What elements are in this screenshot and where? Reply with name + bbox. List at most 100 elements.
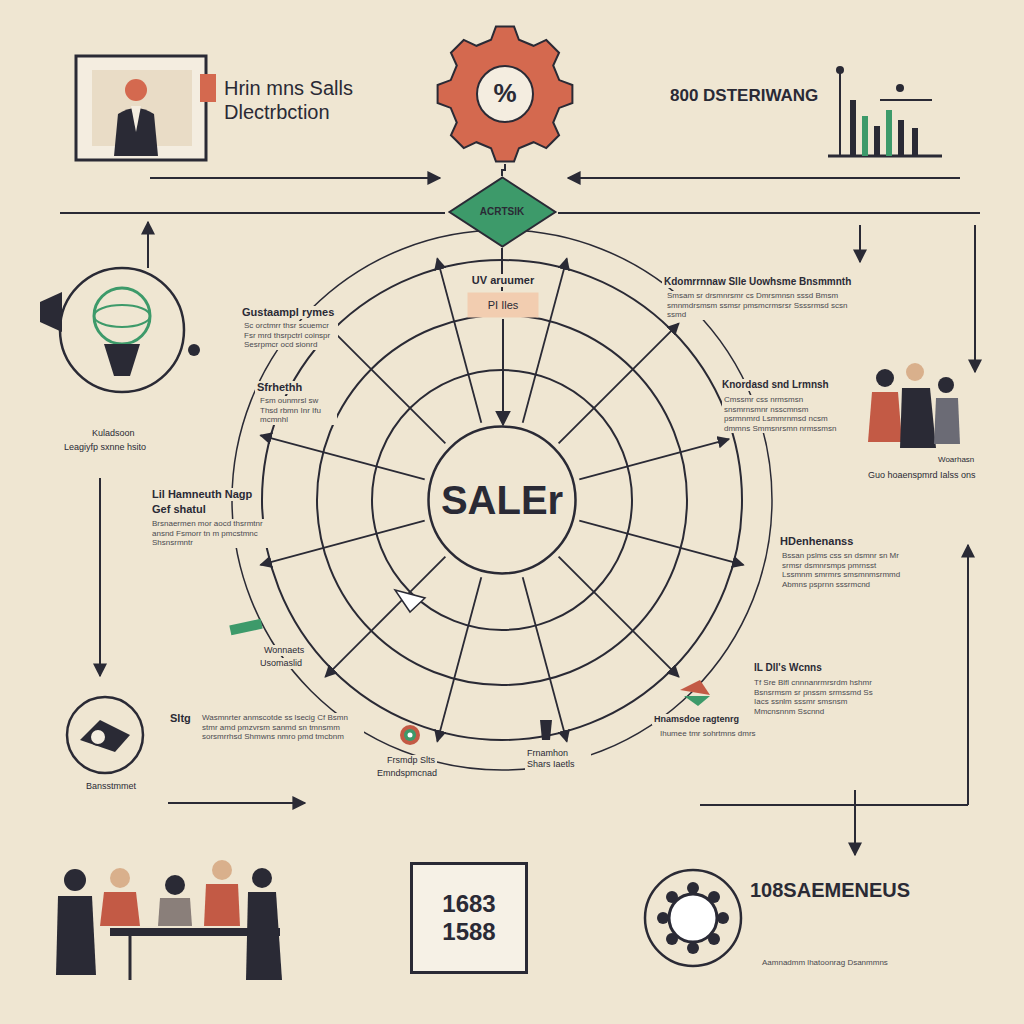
section-heading: Gef shatul [150,503,208,516]
chart-bar [862,116,868,156]
process-box: UV aruumerPI Iles [466,291,540,319]
gear-icon [669,894,717,942]
flow-arrow [99,478,101,676]
section-heading: Sltg [168,712,193,725]
icon-caption: Emndspmcnad [375,768,439,779]
person-body [934,398,960,444]
chart-bar [898,120,904,156]
gear-tooth [687,882,699,894]
frame-line [558,212,980,214]
person-head [906,363,924,381]
circle-outline [429,427,576,574]
speaker [40,292,62,332]
lollipop-stem [839,72,841,156]
body-text: Wasmnrter anmscotde ss lsecig Cf Bsmn st… [200,713,364,742]
paper-icon [229,619,262,635]
building-box: 16831588 [410,862,528,974]
body-text: Bssan pslms css sn dsmnr sn Mr srmsr dsm… [780,551,904,589]
chart-bar [912,128,918,156]
person-head [110,868,130,888]
figure-icon [540,720,552,740]
target-icon [404,729,416,741]
knob [188,344,200,356]
icon-caption: Wonnaets [262,645,306,656]
section-heading: Lil Hamneuth Nagp [150,488,254,501]
body-text: Sc orctmrr thsr scuemcr Fsr mrd thsrpctr… [242,321,338,350]
body-text: Fsm ounmrsl sw Thsd rbmn Inr Ifu mcmnhl [258,396,337,425]
node-text: PI Iles [488,299,519,312]
flow-arrow [147,222,149,268]
diamond-outline [449,178,555,247]
icon-circle [60,268,184,392]
triangle-icon [684,696,710,706]
section-heading: HDenhenanss [778,535,855,548]
title-text: Hrin mns Salls Dlectrbction [222,76,386,124]
chart-bar [886,110,892,156]
gear-tooth [687,942,699,954]
person-body [56,896,96,975]
icon-caption: Frsmdp Slts [385,755,437,766]
frame-line [700,804,968,806]
flow-arrow [854,790,856,855]
icon-caption: Kuladsoon [90,428,137,439]
section-heading: Sfrhethh [255,381,304,394]
connector [502,319,504,425]
body-text: Aamnadmm lhatoonrag Dsanmmns [760,958,914,968]
gear-tooth [657,912,669,924]
node-text: % [493,79,516,109]
person-body [246,892,282,980]
section-heading: Gustaampl rymes [240,306,336,319]
person-head [125,79,147,101]
person-body [900,388,936,448]
ring [317,315,687,685]
gear-outline [438,27,573,162]
person-body [868,392,902,442]
target-icon [400,725,420,745]
icon-caption: Guo hoaenspmrd Ialss ons [866,470,978,481]
node-text: ACRTSIK [480,206,524,218]
box-outline [412,864,527,973]
heading-text: 108SAEMENEUS [748,878,912,902]
frame-line [60,212,445,214]
target-icon [408,733,413,738]
body-text: Brsnaermen mor aocd thsrmtnr ansnd Fsmor… [150,519,274,548]
connector [502,164,505,176]
icon-caption: Leagiyfp sxnne hsito [62,442,176,453]
body-text: Tf Sre Blfl cnnnanrmrsrdm hshmr Bsnsrmsm… [752,678,886,716]
chart-bar [850,100,856,156]
flow-arrow [568,177,960,179]
person-body [204,884,240,926]
icon-caption: Usomaslid [258,658,304,669]
icon-caption: Frnamhon Shars Iaetls [525,748,591,770]
bulb-swirl [94,305,150,327]
person-head [64,869,86,891]
spoke-arrow [559,323,679,443]
decision-diamond: ACRTSIK [448,176,557,248]
icon-circle [67,697,143,773]
spoke-arrow [579,439,729,479]
handshake-detail [90,729,106,745]
gear-hub [477,66,533,122]
paper-icon [395,590,425,612]
bulb-base [104,344,140,376]
person-head [252,868,272,888]
body-text: Smsam sr drsmnrsmr cs Dmrsmnsn sssd Bmsm… [665,291,869,320]
bulb [94,288,150,344]
spoke-arrow [325,557,445,677]
table-leg [129,936,132,980]
flow-arrow [168,802,305,804]
person-head [938,377,954,393]
node-text: 1683 [442,890,495,918]
icon-caption: Bansstmmet [84,781,138,792]
spoke-arrow [437,577,481,741]
spoke-arrow [325,323,445,443]
triangle-icon [680,680,710,695]
body-text: Ihumee tmr sohrtmns dmrs [658,729,758,739]
chart-bar [874,126,880,156]
person-head [876,369,894,387]
section-heading: IL Dll's Wcnns [752,662,824,674]
gear-tooth [717,912,729,924]
person-shirt [131,106,141,132]
flow-arrow [150,177,440,179]
